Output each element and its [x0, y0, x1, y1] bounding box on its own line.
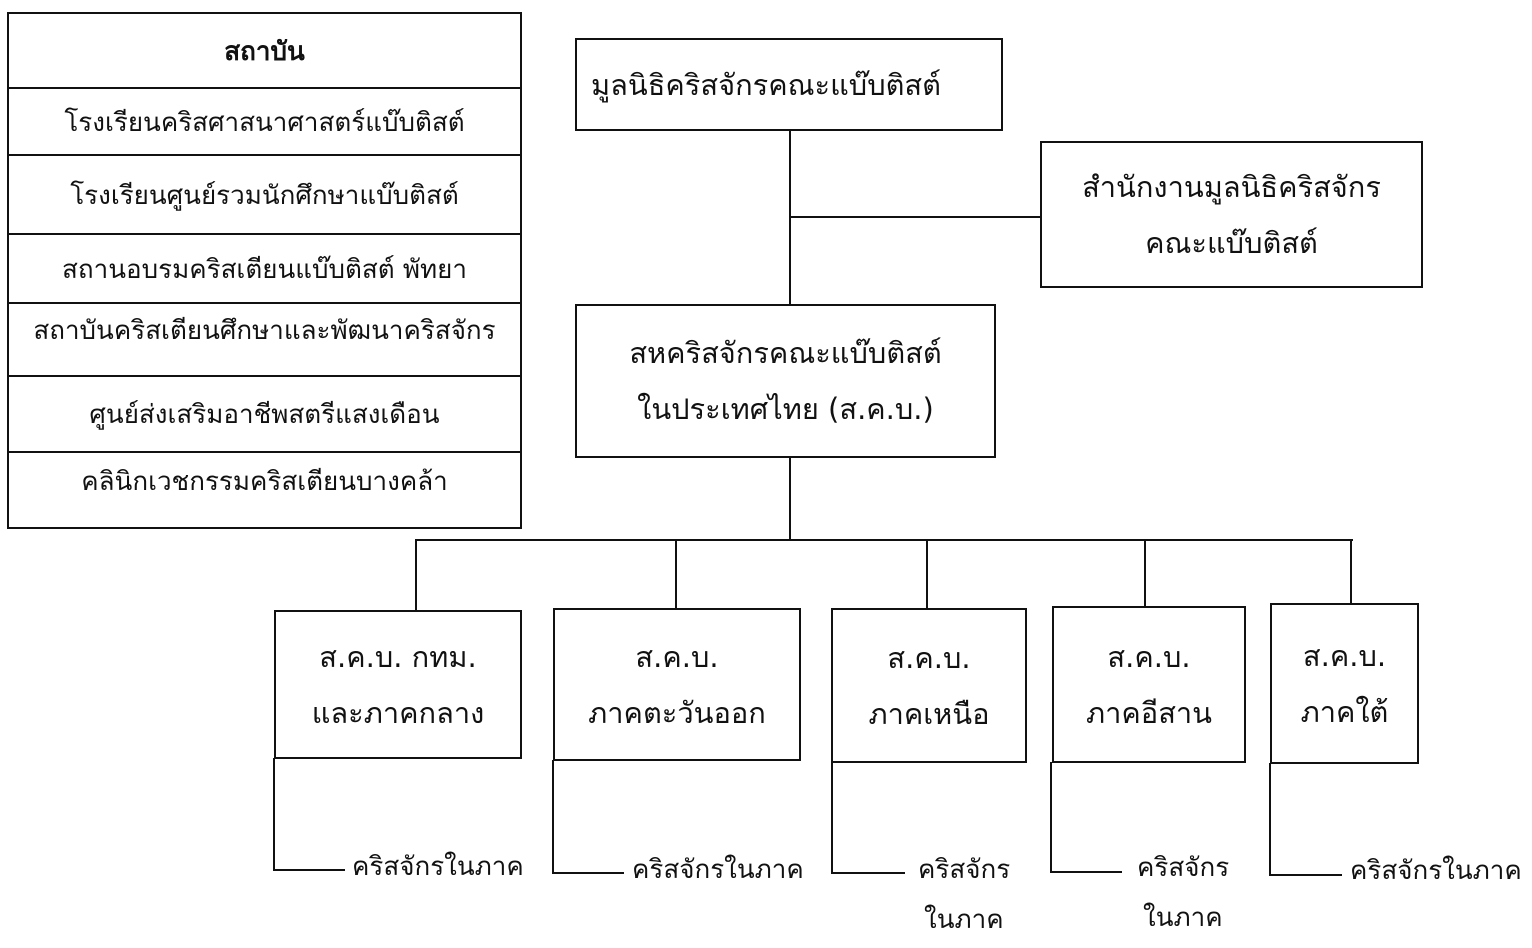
bracket-line — [273, 758, 275, 871]
foundation-box: มูลนิธิคริสจักรคณะแบ๊บติสต์ — [575, 38, 1003, 131]
institute-item: โรงเรียนศูนย์รวมนักศึกษาแบ๊บติสต์ — [9, 154, 520, 234]
bracket-line — [831, 762, 833, 874]
churches-label: คริสจักร — [1137, 853, 1230, 883]
bracket-line — [831, 872, 905, 874]
institute-item: สถาบันคริสเตียนศึกษาและพัฒนาคริสจักร — [9, 302, 520, 374]
region-line1: ส.ค.บ. — [635, 639, 719, 674]
churches-label: คริสจักรในภาค — [632, 855, 804, 885]
connector-line — [1144, 539, 1146, 606]
institute-item: สถานอบรมคริสเตียนแบ๊บติสต์ พัทยา — [9, 233, 520, 303]
region-line2: และภาคกลาง — [311, 695, 485, 730]
region-box-east: ส.ค.บ. ภาคตะวันออก — [553, 608, 801, 761]
churches-label: ในภาค — [1143, 903, 1223, 933]
bracket-line — [1269, 874, 1342, 876]
churches-label: คริสจักรในภาค — [1350, 856, 1522, 886]
convention-line1: สหคริสจักรคณะแบ๊บติสต์ — [629, 336, 942, 370]
bracket-line — [1050, 762, 1052, 873]
connector-line — [415, 539, 417, 610]
connector-line — [926, 539, 928, 608]
bracket-line — [552, 872, 624, 874]
churches-label: ในภาค — [924, 905, 1004, 935]
region-line1: ส.ค.บ. — [1107, 639, 1191, 674]
institutes-table: สถาบัน โรงเรียนคริสศาสนาศาสตร์แบ๊บติสต์ … — [7, 12, 522, 529]
bracket-line — [552, 760, 554, 874]
region-box-south: ส.ค.บ. ภาคใต้ — [1270, 603, 1419, 764]
region-line2: ภาคตะวันออก — [588, 695, 766, 730]
institute-item: โรงเรียนคริสศาสนาศาสตร์แบ๊บติสต์ — [9, 87, 520, 155]
churches-label: คริสจักรในภาค — [352, 852, 524, 882]
region-box-north: ส.ค.บ. ภาคเหนือ — [831, 608, 1027, 763]
churches-label: คริสจักร — [918, 855, 1011, 885]
bracket-line — [1050, 871, 1122, 873]
convention-box: สหคริสจักรคณะแบ๊บติสต์ ในประเทศไทย (ส.ค.… — [575, 304, 996, 458]
region-line1: ส.ค.บ. — [887, 640, 971, 675]
foundation-office-box: สำนักงานมูลนิธิคริสจักร คณะแบ๊บติสต์ — [1040, 141, 1423, 288]
convention-line2: ในประเทศไทย (ส.ค.บ.) — [637, 392, 934, 426]
connector-line — [789, 216, 1041, 218]
region-line2: ภาคอีสาน — [1085, 695, 1213, 730]
region-box-bangkok-central: ส.ค.บ. กทม. และภาคกลาง — [274, 610, 522, 759]
connector-line — [1350, 539, 1352, 603]
bracket-line — [1269, 763, 1271, 876]
institutes-header: สถาบัน — [224, 36, 305, 67]
foundation-office-line2: คณะแบ๊บติสต์ — [1145, 225, 1318, 260]
region-line2: ภาคเหนือ — [868, 696, 990, 731]
connector-line — [675, 539, 677, 608]
region-box-northeast: ส.ค.บ. ภาคอีสาน — [1052, 606, 1246, 763]
institute-item: ศูนย์ส่งเสริมอาชีพสตรีแสงเดือน — [9, 375, 520, 452]
bracket-line — [273, 869, 345, 871]
region-line1: ส.ค.บ. กทม. — [319, 639, 477, 674]
connector-line — [415, 539, 1353, 541]
foundation-office-line1: สำนักงานมูลนิธิคริสจักร — [1082, 169, 1381, 204]
connector-line — [789, 457, 791, 541]
institute-item: คลินิกเวชกรรมคริสเตียนบางคล้า — [9, 451, 520, 517]
foundation-label: มูลนิธิคริสจักรคณะแบ๊บติสต์ — [591, 67, 941, 102]
region-line1: ส.ค.บ. — [1302, 638, 1387, 673]
region-line2: ภาคใต้ — [1300, 694, 1389, 729]
